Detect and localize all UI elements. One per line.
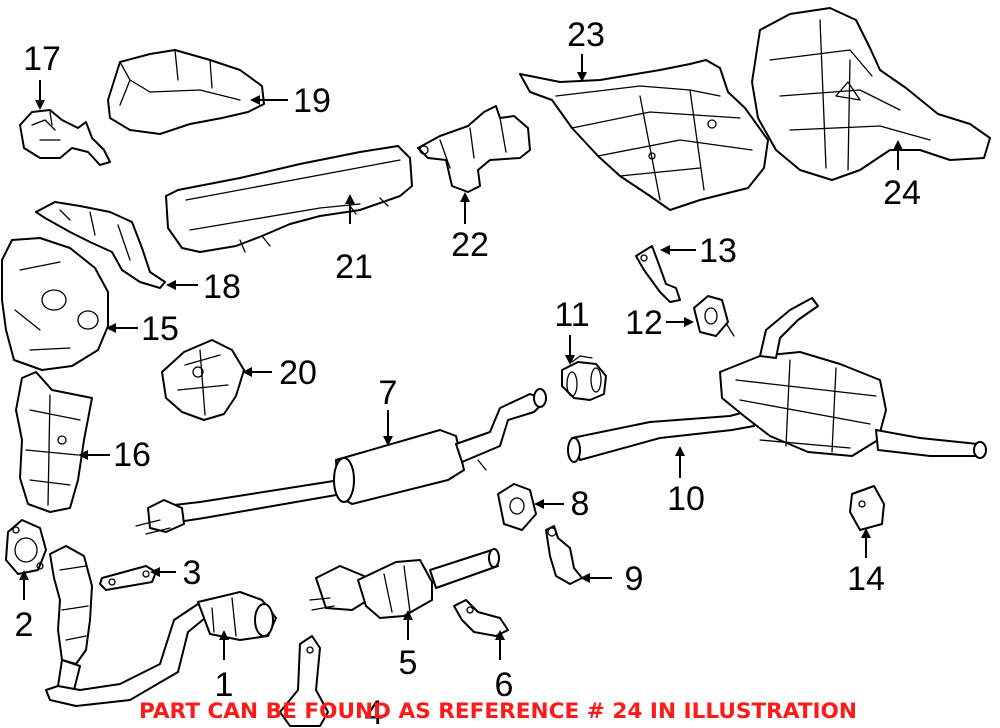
part-9-bracket xyxy=(545,525,583,585)
part-1-catalytic-converter xyxy=(45,545,277,707)
part-3-bracket xyxy=(99,565,157,591)
callout-20: 20 xyxy=(279,354,317,392)
callout-6: 6 xyxy=(495,666,514,704)
callout-11: 11 xyxy=(554,296,589,334)
part-11-clamp xyxy=(561,355,607,401)
part-13-hanger-bracket xyxy=(635,245,681,303)
callout-9: 9 xyxy=(625,560,644,598)
callout-10: 10 xyxy=(667,480,705,518)
part-12-rubber-hanger xyxy=(693,295,729,337)
callout-3: 3 xyxy=(183,554,202,592)
callout-2: 2 xyxy=(15,606,34,644)
callout-5: 5 xyxy=(399,644,418,682)
callout-19: 19 xyxy=(293,82,331,120)
callout-1: 1 xyxy=(215,666,234,704)
part-23-tunnel-heat-shield xyxy=(519,59,769,211)
part-17-heat-shield-bracket xyxy=(19,109,111,166)
part-14-bracket-plate xyxy=(849,485,885,531)
part-16-heat-shield xyxy=(15,371,93,513)
part-18-heat-shield xyxy=(35,201,166,289)
callout-21: 21 xyxy=(335,248,373,286)
part-19-heat-shield xyxy=(107,49,265,135)
part-20-heat-shield xyxy=(161,339,245,421)
part-10-rear-muffler xyxy=(567,297,987,463)
part-21-heat-shield xyxy=(165,145,413,253)
callout-23: 23 xyxy=(567,16,605,54)
reference-note: PART CAN BE FOUND AS REFERENCE # 24 IN I… xyxy=(139,699,857,723)
callout-12: 12 xyxy=(625,304,663,342)
part-7-intermediate-pipe xyxy=(135,388,547,535)
callout-numbers: 1 2 3 4 5 6 7 8 9 10 11 12 13 14 15 16 1… xyxy=(15,16,921,728)
part-2-gasket xyxy=(5,519,47,575)
callout-4: 4 xyxy=(365,694,384,728)
callout-18: 18 xyxy=(203,268,241,306)
callout-22: 22 xyxy=(451,226,489,264)
part-8-rubber-hanger xyxy=(497,483,537,531)
part-15-manifold-heat-shield xyxy=(1,237,109,371)
callout-24: 24 xyxy=(883,174,921,212)
part-5-diesel-particulate-filter xyxy=(309,548,500,619)
callout-13: 13 xyxy=(699,232,737,270)
part-6-hanger-bracket xyxy=(453,599,509,637)
callout-16: 16 xyxy=(113,436,151,474)
callout-leaders xyxy=(19,54,903,660)
part-24-floor-heat-shield xyxy=(751,7,991,181)
callout-8: 8 xyxy=(571,485,590,523)
callout-17: 17 xyxy=(23,40,61,78)
callout-15: 15 xyxy=(141,310,179,348)
part-4-bracket xyxy=(279,635,329,727)
part-22-heat-shield xyxy=(417,105,531,193)
callout-7: 7 xyxy=(379,374,398,412)
callout-14: 14 xyxy=(847,560,885,598)
